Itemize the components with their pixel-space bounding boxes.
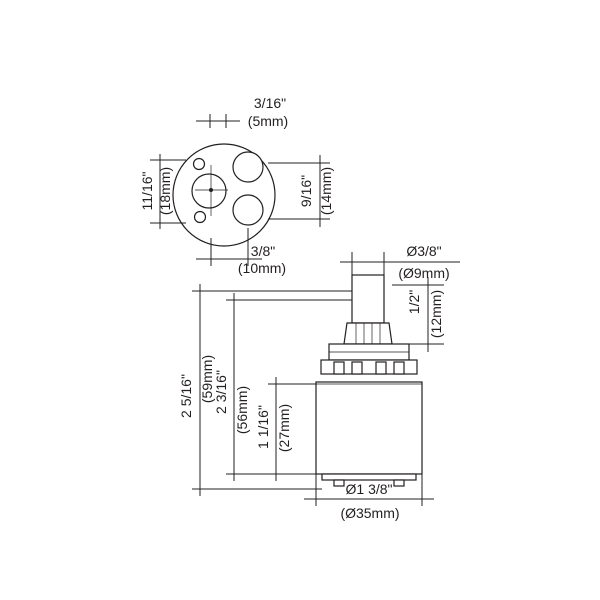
side-view-tab-4 <box>393 361 405 375</box>
dim-body-height-in: 2 3/16" <box>213 370 229 414</box>
top-view-port-lower <box>232 194 264 226</box>
dim-total-height-mm: (59mm) <box>199 355 215 403</box>
dim-stem-len-mm: (12mm) <box>428 290 444 338</box>
dim-pitch-mm: (10mm) <box>238 260 286 276</box>
dim-width-mm: (18mm) <box>157 167 173 215</box>
side-view-tab-2 <box>351 361 363 375</box>
top-view-screw-hole-upper <box>192 157 206 171</box>
dim-stem-dia-mm: (Ø9mm) <box>398 265 449 281</box>
dim-width-in: 11/16" <box>139 171 155 210</box>
top-view-screw-hole-lower <box>193 210 207 224</box>
dim-stem-len-in: 1/2" <box>406 290 422 314</box>
side-view-collar <box>320 359 418 375</box>
side-view-tab-3 <box>375 361 387 375</box>
side-view: Ø3/8" (Ø9mm) 1/2" (12mm) 2 5/16" (59mm) … <box>178 243 460 521</box>
dim-hole-offset-in: 3/16" <box>254 95 286 111</box>
top-view: 3/16" (5mm) 11/16" (18mm) 9/16" (14mm) 3… <box>139 95 334 276</box>
dim-total-height-in: 2 5/16" <box>178 374 194 418</box>
dim-hole-offset-mm: (5mm) <box>248 113 288 129</box>
top-view-center-mark <box>209 188 213 192</box>
dim-body-height-mm: (56mm) <box>234 386 250 434</box>
dim-base-height-mm: (27mm) <box>276 404 292 452</box>
side-view-base-lug-left <box>333 479 345 487</box>
side-view-base-lug-right <box>393 479 405 487</box>
dim-pitch-in: 3/8" <box>251 243 275 259</box>
side-view-stem <box>351 274 385 324</box>
dim-body-dia-mm: (Ø35mm) <box>340 505 399 521</box>
dim-base-height-in: 1 1/16" <box>255 405 271 449</box>
top-view-port-upper <box>232 151 264 183</box>
dim-body-dia-in: Ø1 3/8" <box>346 481 393 497</box>
side-view-stem-base <box>343 322 393 345</box>
dim-stem-dia-in: Ø3/8" <box>406 243 441 259</box>
side-view-tab-1 <box>333 361 345 375</box>
top-view-port-center <box>191 173 227 209</box>
side-view-body <box>315 381 423 475</box>
dim-port-mm: (14mm) <box>318 167 334 215</box>
dim-port-in: 9/16" <box>298 175 314 207</box>
side-view-base <box>321 473 417 481</box>
